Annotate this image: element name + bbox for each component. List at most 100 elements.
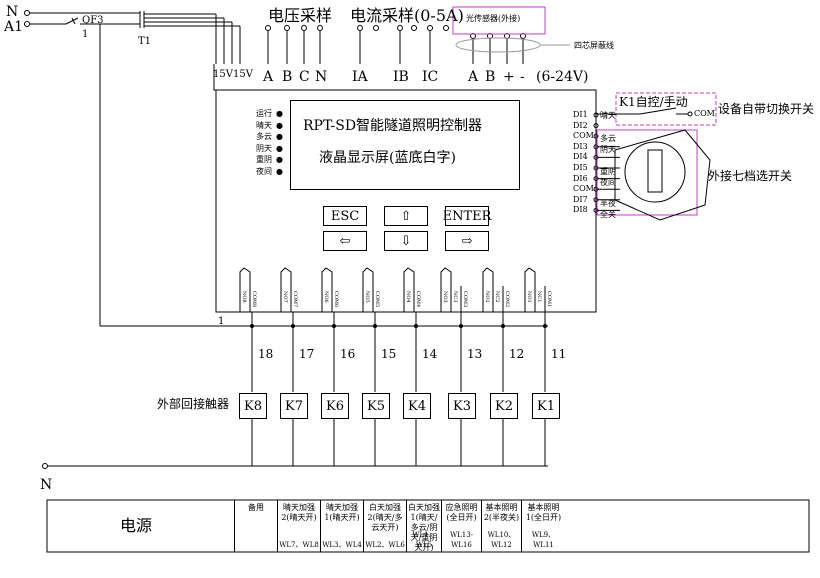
relay-number: 11 xyxy=(551,347,567,361)
terminal-15v-2: 15V xyxy=(233,69,253,80)
mode-label: 夜间 xyxy=(256,166,272,176)
transformer-label: T1 xyxy=(138,36,152,47)
relay-contact-symbol xyxy=(280,267,292,286)
di-pin xyxy=(593,133,599,139)
table-cell-lines: WL13-WL16 xyxy=(449,531,474,549)
relay-terminal-label: NO4 xyxy=(405,291,411,303)
bus-junction xyxy=(373,324,377,328)
down-button[interactable]: ⇩ xyxy=(384,231,428,251)
line-n-label: N xyxy=(6,4,19,20)
relay-number: 14 xyxy=(422,347,438,361)
relay-contact-symbol xyxy=(482,267,494,286)
switch-position-label: 重阴 xyxy=(600,167,616,176)
mode-dot-icon: ● xyxy=(276,166,283,176)
di-label: COM xyxy=(573,131,594,141)
terminal-ic: IC xyxy=(422,69,439,85)
table-cell-lines: WL3、WL4 xyxy=(322,541,362,549)
relay-terminal-label: NC1 xyxy=(536,291,542,303)
bus-junction xyxy=(414,324,418,328)
switch-position-label: 全关 xyxy=(600,210,616,219)
breaker-label: QF3 xyxy=(82,15,104,26)
relay-terminal-label: COM1 xyxy=(546,291,552,308)
table-cell: 白天加强1(晴天/多云/阴天/重阴天开)WL1、WL5 xyxy=(406,500,441,552)
relay-contact-symbol xyxy=(321,267,333,286)
table-cell: 晴天加强1(晴天开)WL3、WL4 xyxy=(320,500,363,552)
shielded-cable-label: 四芯屏蔽线 xyxy=(574,41,614,50)
contactor-box: K3 xyxy=(448,393,476,419)
relay-terminal-label: NO8 xyxy=(241,291,247,303)
bus-junction xyxy=(543,324,547,328)
relay-number: 13 xyxy=(467,347,483,361)
relay-terminal-label: NO2 xyxy=(484,291,490,303)
seven-switch-note: 外接七档选开关 xyxy=(708,169,793,183)
di-label: DI8 xyxy=(573,205,588,215)
switch-position-label: 多云 xyxy=(600,134,616,143)
relay-terminal-label: COM2 xyxy=(504,291,510,308)
terminal-c: C xyxy=(299,69,310,85)
relay-terminal-label: NC3 xyxy=(452,291,458,303)
mode-label: 运行 xyxy=(256,109,272,118)
relay-terminal-label: NO6 xyxy=(323,291,329,303)
line-a1-label: A1 xyxy=(4,19,24,35)
relay-number: 15 xyxy=(381,347,397,361)
right-button[interactable]: ⇨ xyxy=(445,231,489,251)
esc-button[interactable]: ESC xyxy=(323,206,367,226)
table-cell-title: 基本照明2(半夜关) xyxy=(483,503,520,522)
sensor-a: A xyxy=(468,69,479,85)
bus-junction xyxy=(459,324,463,328)
display-description: 液晶显示屏(蓝底白字) xyxy=(319,150,456,166)
di-label: DI6 xyxy=(573,173,588,183)
relay-contact-symbol xyxy=(403,267,415,286)
left-button[interactable]: ⇦ xyxy=(323,231,367,251)
di-pin xyxy=(593,123,599,129)
relay-terminal-label: COM5 xyxy=(374,291,380,308)
mode-dot-icon: ● xyxy=(276,143,283,153)
voltage-sampling-title: 电压采样 xyxy=(268,6,333,25)
self-switch-note: 设备自带切换开关 xyxy=(718,102,815,116)
contactor-box: K6 xyxy=(321,393,349,419)
table-cell-lines: WL7、WL8 xyxy=(279,541,319,549)
relay-contact-symbol xyxy=(524,267,536,286)
terminal-15v-1: 15V xyxy=(213,69,233,80)
relay-number: 18 xyxy=(258,347,274,361)
relay-terminal-label: NO3 xyxy=(442,291,448,303)
table-cell: 应急照明(全日开)WL13-WL16 xyxy=(441,500,481,552)
table-cell-lines: WL10、WL12 xyxy=(487,531,516,549)
contactor-box: K2 xyxy=(490,393,518,419)
table-cell: 晴天加强2(晴天开) WL7、WL8 xyxy=(277,500,320,552)
up-button[interactable]: ⇧ xyxy=(384,206,428,226)
bottom-n-label: N xyxy=(40,477,53,493)
bus-junction xyxy=(291,324,295,328)
di-label: COM xyxy=(573,184,594,194)
sensor-minus: - xyxy=(520,69,525,85)
sensor-b: B xyxy=(485,69,496,85)
relay-bus-wire-1: 1 xyxy=(218,316,225,327)
table-cell-title: 晴天加强2(晴天开) xyxy=(281,503,317,522)
mode-dot-icon: ● xyxy=(276,109,283,118)
wire-1-label: 1 xyxy=(82,29,89,40)
table-cell: 备用 xyxy=(234,500,277,552)
sunny-label: 晴天 xyxy=(600,111,616,120)
relay-number: 16 xyxy=(340,347,356,361)
terminal-n: N xyxy=(315,69,328,85)
enter-button[interactable]: ENTER xyxy=(443,206,491,226)
table-cell: 白天加强2(晴天/多云天开)WL2、WL6 xyxy=(363,500,406,552)
relay-terminal-label: COM3 xyxy=(462,291,468,308)
switch-position-label: 半夜 xyxy=(600,199,616,208)
mode-label: 重阴 xyxy=(256,155,272,164)
contactor-box: K1 xyxy=(532,393,560,419)
mode-dot-icon: ● xyxy=(276,155,283,164)
k1-mode-label: K1自控/手动 xyxy=(619,95,688,109)
relay-terminal-label: NO7 xyxy=(282,291,288,303)
di-label: DI3 xyxy=(573,141,588,151)
relay-terminal-label: NC2 xyxy=(494,291,500,303)
bus-junction xyxy=(332,324,336,328)
terminal-ia: IA xyxy=(352,69,368,85)
relay-terminal-label: COM4 xyxy=(415,291,421,308)
table-cell-lines: WL2、WL6 xyxy=(365,541,405,549)
light-sensor-label: 光传感器(外接) xyxy=(466,14,521,23)
external-contactor-label: 外部回接触器 xyxy=(157,397,230,411)
table-cell-title: 白天加强1(晴天/多云/阴天/重阴天开) xyxy=(408,503,440,552)
